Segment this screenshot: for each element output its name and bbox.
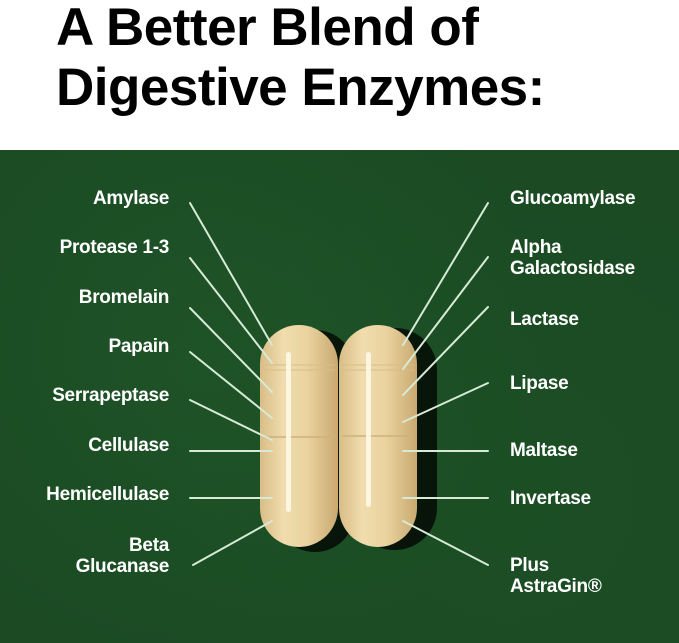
capsule-right xyxy=(339,325,417,547)
label-serrapeptase: Serrapeptase xyxy=(52,385,169,406)
label-papain: Papain xyxy=(108,336,170,357)
title-line-2: Digestive Enzymes: xyxy=(56,58,545,117)
label-lipase: Lipase xyxy=(510,373,569,394)
label-cellulase: Cellulase xyxy=(88,435,169,456)
page-title: A Better Blend of Digestive Enzymes: xyxy=(56,0,545,118)
title-line-1: A Better Blend of xyxy=(56,0,479,57)
label-hemicellulase: Hemicellulase xyxy=(46,484,169,505)
label-amylase: Amylase xyxy=(92,188,169,209)
label-bromelain: Bromelain xyxy=(78,287,170,308)
label-lactase: Lactase xyxy=(510,309,579,330)
label-maltase: Maltase xyxy=(510,440,578,461)
label-invertase: Invertase xyxy=(510,488,591,509)
capsule-left xyxy=(260,325,338,547)
label-protease: Protease 1-3 xyxy=(59,237,170,258)
pointer-lines-left xyxy=(189,202,273,566)
header: A Better Blend of Digestive Enzymes: xyxy=(0,0,679,150)
label-glucoamylase: Glucoamylase xyxy=(510,188,636,209)
pointer-lines-right xyxy=(402,202,489,566)
